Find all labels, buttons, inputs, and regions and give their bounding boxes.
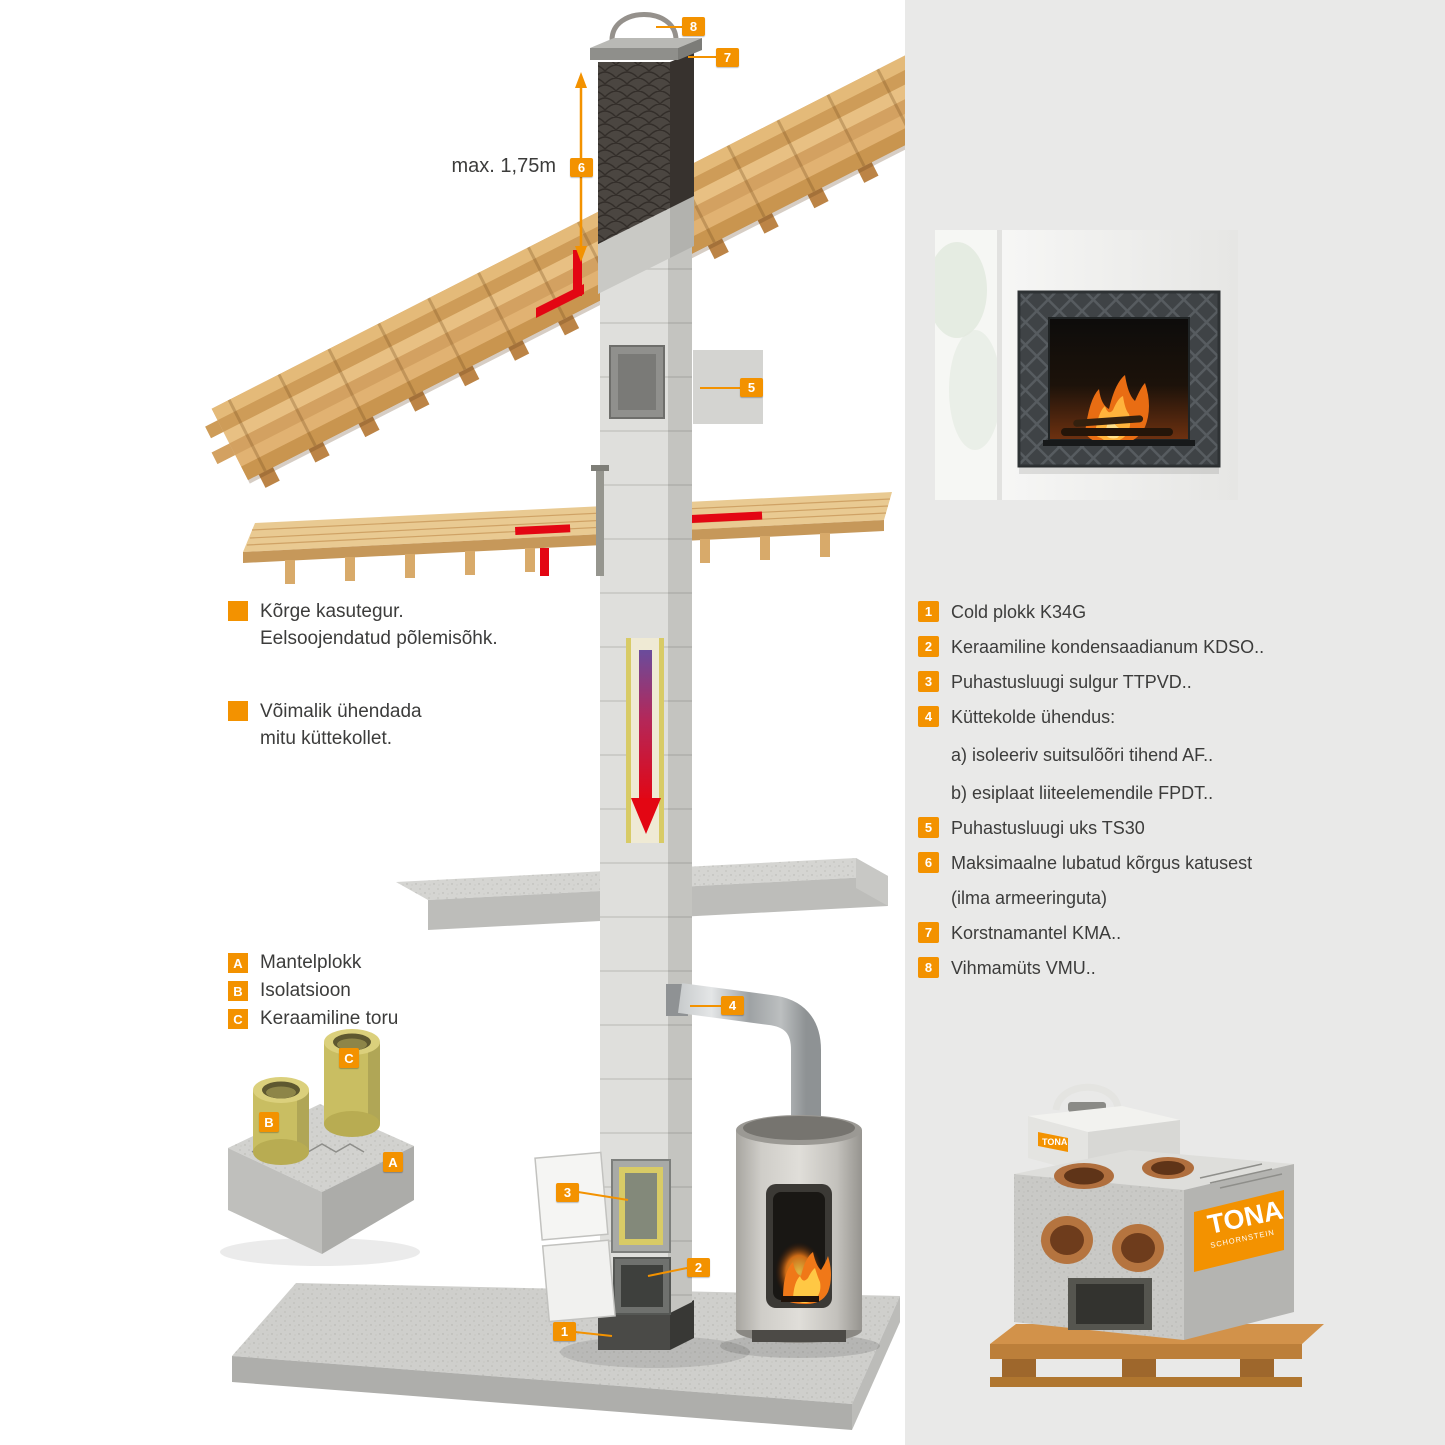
callout-lines	[574, 26, 740, 1337]
callout-8: 8	[682, 17, 705, 36]
legend-text-4a: a) isoleeriv suitsulõõri tihend AF..	[951, 745, 1214, 765]
abc-legend-c: C Keraamiline toru	[228, 1008, 398, 1030]
legend-item-1: 1 Cold plokk K34G	[918, 601, 1438, 623]
block-badge-b: B	[259, 1112, 279, 1132]
legend-number-4: 4	[918, 706, 939, 727]
roof	[205, 50, 905, 488]
legend-text-3: Puhastusluugi sulgur TTPVD..	[951, 672, 1192, 692]
legend-number-2: 2	[918, 636, 939, 657]
legend-number-7: 7	[918, 922, 939, 943]
package-handle	[1052, 1083, 1122, 1111]
bullet-square-icon	[228, 601, 248, 621]
legend-number-5: 5	[918, 817, 939, 838]
block-badge-a: A	[383, 1152, 403, 1172]
note-efficiency-line2: Eelsoojendatud põlemisõhk.	[260, 628, 498, 649]
tona-label	[1194, 1190, 1284, 1272]
ceramic-tube-c	[324, 1029, 380, 1137]
callout-4: 4	[721, 996, 744, 1015]
condensate-pipe	[591, 465, 609, 576]
package-brand-label: TONA	[1042, 1137, 1068, 1147]
callout-3: 3	[556, 1183, 579, 1202]
letter-badge-a: A	[228, 953, 248, 973]
callout-2: 2	[687, 1258, 710, 1277]
legend-number-8: 8	[918, 957, 939, 978]
note-multi-line1: Võimalik ühendada	[260, 701, 422, 722]
legend-text-6b: (ilma armeeringuta)	[951, 888, 1108, 908]
callout-5: 5	[740, 378, 763, 397]
legend-item-4: 4 Küttekolde ühendus: a) isoleeriv suits…	[918, 706, 1438, 804]
abc-label-c: Keraamiline toru	[260, 1008, 399, 1029]
stove	[736, 1115, 862, 1343]
flue-cutaway	[626, 638, 664, 843]
bullet-square-icon	[228, 701, 248, 721]
legend-number-6: 6	[918, 852, 939, 873]
abc-legend-b: B Isolatsioon	[228, 980, 351, 1002]
legend-text-5: Puhastusluugi uks TS30	[951, 818, 1145, 838]
chimney-head	[590, 12, 702, 294]
callout-1: 1	[553, 1322, 576, 1341]
ceramic-tube-b	[253, 1077, 309, 1165]
foundation-slab	[232, 1283, 900, 1430]
callout-6: 6	[570, 158, 593, 177]
legend-text-7: Korstnamantel KMA..	[951, 923, 1122, 943]
legend-item-8: 8 Vihmamüts VMU..	[918, 957, 1438, 979]
chimney-base	[598, 1300, 694, 1350]
note-multi: Võimalik ühendada mitu küttekollet.	[228, 698, 422, 752]
legend: 1 Cold plokk K34G 2 Keraamiline kondensa…	[918, 601, 1438, 992]
block-cutaway	[220, 1029, 420, 1266]
note-efficiency: Kõrge kasutegur. Eelsoojendatud põlemisõ…	[228, 598, 498, 652]
legend-item-6: 6 Maksimaalne lubatud kõrgus katusest (i…	[918, 852, 1438, 909]
note-multi-line2: mitu küttekollet.	[260, 728, 392, 749]
max-height-label: max. 1,75m	[451, 155, 556, 177]
roof-flashing	[536, 250, 584, 318]
legend-text-1: Cold plokk K34G	[951, 602, 1087, 622]
callout-7: 7	[716, 48, 739, 67]
legend-number-3: 3	[918, 671, 939, 692]
note-efficiency-line1: Kõrge kasutegur.	[260, 601, 404, 622]
legend-text-8: Vihmamüts VMU..	[951, 958, 1096, 978]
letter-badge-b: B	[228, 981, 248, 1001]
product-photo: TONA TONA SCHORNSTEIN	[990, 1083, 1324, 1387]
legend-text-4: Küttekolde ühendus:	[951, 707, 1116, 727]
legend-item-5: 5 Puhastusluugi uks TS30	[918, 817, 1438, 839]
legend-text-4b: b) esiplaat liiteelemendile FPDT..	[951, 783, 1214, 803]
legend-text-6: Maksimaalne lubatud kõrgus katusest	[951, 853, 1253, 873]
rain-cap-handle	[609, 12, 679, 41]
downdraft-arrow	[639, 650, 652, 802]
legend-item-7: 7 Korstnamantel KMA..	[918, 922, 1438, 944]
abc-legend-a: A Mantelplokk	[228, 952, 361, 974]
block-badge-c: C	[339, 1048, 359, 1068]
legend-text-2: Keraamiline kondensaadianum KDSO..	[951, 637, 1265, 657]
legend-item-2: 2 Keraamiline kondensaadianum KDSO..	[918, 636, 1438, 658]
door-leaves	[534, 1151, 616, 1323]
cleaning-door-upper	[609, 345, 763, 424]
fireplace-photo	[935, 230, 1238, 500]
letter-badge-c: C	[228, 1009, 248, 1029]
abc-label-b: Isolatsioon	[260, 980, 351, 1001]
chimney-illustration	[205, 12, 905, 1430]
legend-item-3: 3 Puhastusluugi sulgur TTPVD..	[918, 671, 1438, 693]
cleaning-doors-bottom	[534, 1151, 671, 1323]
attic-floor	[243, 492, 892, 584]
abc-label-a: Mantelplokk	[260, 952, 362, 973]
legend-number-1: 1	[918, 601, 939, 622]
chimney-block: TONA SCHORNSTEIN	[1014, 1150, 1294, 1340]
